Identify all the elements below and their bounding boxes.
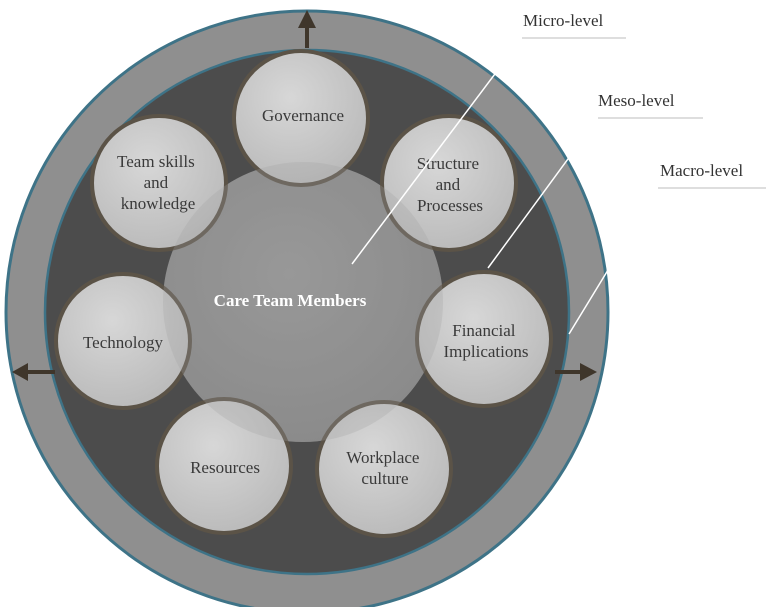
workplace-line-2: culture: [361, 469, 408, 488]
level-underlines: [522, 37, 766, 189]
node-group: [54, 49, 553, 538]
node-team-skills: [90, 114, 228, 252]
team-skills-line-3: knowledge: [121, 194, 196, 213]
team-skills-line-2: and: [144, 173, 169, 192]
center-disc: [163, 162, 443, 442]
structure-line-3: Processes: [417, 196, 483, 215]
node-financial: [415, 270, 553, 408]
node-technology: [54, 272, 192, 410]
level-callouts: [351, 37, 659, 335]
center-label: Care Team Members: [214, 291, 367, 310]
label-technology: Technology: [83, 333, 164, 352]
label-governance: Governance: [262, 106, 344, 125]
label-workplace: Workplace culture: [346, 448, 423, 488]
meso-level-label: Meso-level: [598, 91, 675, 110]
label-financial: Financial Implications: [444, 321, 529, 361]
workplace-line-1: Workplace: [346, 448, 419, 467]
macro-leader: [568, 187, 659, 335]
label-team-skills: Team skills and knowledge: [117, 152, 199, 213]
arrows: [12, 10, 597, 381]
micro-leader: [351, 37, 523, 265]
team-skills-line-1: Team skills: [117, 152, 195, 171]
micro-level-label: Micro-level: [523, 11, 604, 30]
node-structure: [380, 114, 518, 252]
meso-leader: [487, 117, 599, 269]
resources-line-1: Resources: [190, 458, 260, 477]
technology-line-1: Technology: [83, 333, 164, 352]
arrow-up: [298, 10, 316, 48]
governance-line-1: Governance: [262, 106, 344, 125]
node-governance: [232, 49, 370, 187]
center-overlay: [163, 162, 443, 442]
financial-line-2: Implications: [444, 342, 529, 361]
arrow-left: [12, 363, 55, 381]
label-resources: Resources: [190, 458, 260, 477]
financial-line-1: Financial: [452, 321, 516, 340]
structure-line-1: Structure: [417, 154, 479, 173]
node-workplace: [315, 400, 453, 538]
arrow-right: [555, 363, 597, 381]
structure-line-2: and: [436, 175, 461, 194]
node-resources: [155, 397, 293, 535]
label-structure: Structure and Processes: [417, 154, 484, 215]
macro-level-label: Macro-level: [660, 161, 743, 180]
